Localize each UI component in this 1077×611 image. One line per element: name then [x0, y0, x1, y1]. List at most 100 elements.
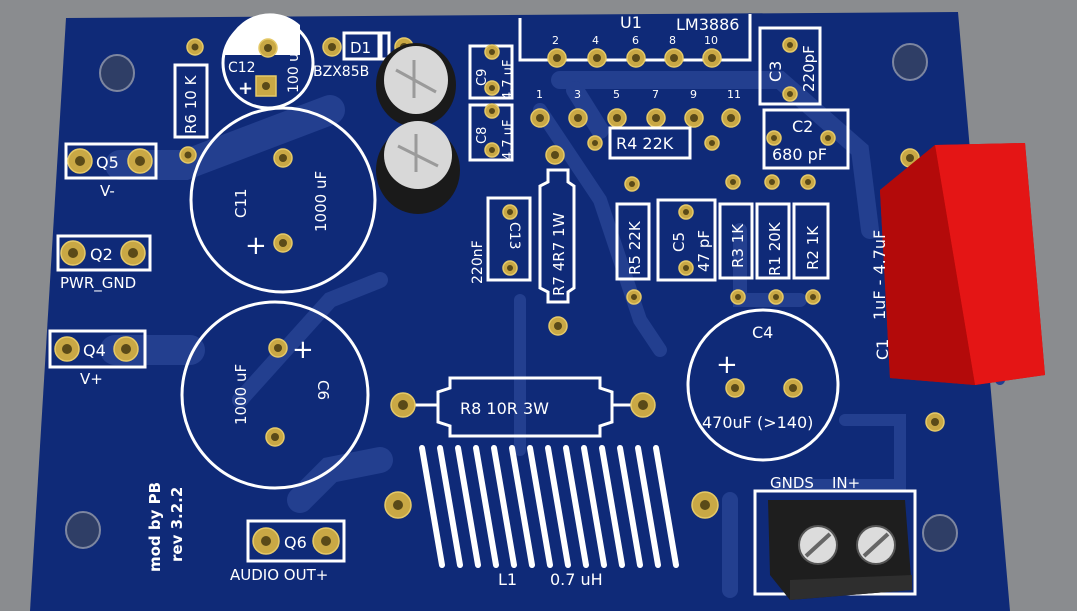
r3-value: 1K	[729, 223, 747, 244]
board-credit: mod by PB	[146, 482, 164, 572]
r8-resistor: R8 10R 3W	[390, 376, 656, 438]
c6-value: 1000 uF	[232, 364, 250, 425]
c11-value: 1000 uF	[312, 171, 330, 232]
r6-resistor: R6 10 K	[173, 38, 209, 164]
r2-label: R2 1K	[804, 225, 822, 270]
r8-ref: R8	[460, 399, 481, 418]
u1-pin-label: 3	[574, 88, 581, 101]
r7-ref: R7	[550, 276, 568, 296]
r6-label: R6 10 K	[182, 74, 200, 134]
q2-label: PWR_GND	[60, 274, 136, 293]
c11-capacitor: C11 1000 uF +	[189, 106, 377, 294]
q5-ref: Q5	[96, 153, 119, 172]
d1-ref: D1	[350, 39, 371, 57]
r7-label: R7 4R7 1W	[550, 212, 568, 296]
r4-resistor: R4 22K	[587, 126, 720, 160]
c1-ref: C1	[873, 339, 892, 360]
r5-ref: R5	[626, 255, 644, 275]
mounting-hole	[922, 514, 958, 552]
l1-value: 0.7 uH	[550, 570, 603, 589]
c8-value: 4.7 uF	[501, 119, 516, 160]
q5-connector: Q5 V-	[64, 142, 158, 200]
q4-ref: Q4	[83, 341, 106, 360]
c13-value: 220nF	[470, 240, 486, 284]
c6-ref: C6	[314, 380, 332, 400]
mounting-hole	[65, 511, 101, 549]
u1-pin-label: 2	[552, 34, 559, 47]
r8-label: R8 10R 3W	[460, 399, 549, 418]
c12-value: 100 uF	[286, 45, 302, 93]
r3-ref: R3	[729, 248, 747, 268]
q6-label: AUDIO OUT+	[230, 566, 328, 584]
q2-connector: Q2 PWR_GND	[56, 234, 152, 293]
c3-value: 220pF	[800, 45, 818, 92]
c5-value: 47 pF	[695, 230, 713, 272]
r4-ref: R4	[616, 134, 637, 153]
r8-value: 10R	[486, 399, 517, 418]
q6-connector: Q6 AUDIO OUT+	[230, 519, 346, 584]
r4-label: R4 22K	[616, 134, 674, 153]
q2-ref: Q2	[90, 245, 113, 264]
c9-capacitor: C9 4.7 uF	[468, 44, 516, 100]
r7-power: 1W	[550, 212, 568, 237]
r1-value: 20K	[766, 221, 784, 251]
u1-lm3886: U1 LM3886 2 4 6 8 10 1 3 5 7 9 11	[518, 13, 752, 128]
r5-label: R5 22K	[626, 220, 644, 275]
u1-pin-label: 7	[652, 88, 659, 101]
c13-ref: C13	[506, 222, 522, 250]
q6-ref: Q6	[284, 533, 307, 552]
c8-ref: C8	[475, 127, 490, 144]
q5-label: V-	[100, 182, 115, 200]
u1-pin-label: 9	[690, 88, 697, 101]
u1-pin-label: 4	[592, 34, 599, 47]
c2-capacitor: C2 680 pF	[762, 108, 850, 170]
u1-pin-label: 10	[704, 34, 718, 47]
c6-capacitor: 1000 uF C6 +	[180, 300, 370, 490]
c3-capacitor: C3 220pF	[758, 26, 822, 106]
u1-pin-label: 6	[632, 34, 639, 47]
r2-resistor: R2 1K	[792, 174, 830, 305]
mounting-hole	[892, 43, 928, 81]
c8-capacitor: C8 4.7 uF	[468, 103, 516, 162]
r6-value: 10 K	[182, 74, 200, 109]
c12-ref: C12	[228, 60, 256, 76]
r4-value: 22K	[642, 134, 673, 153]
l1-ref: L1	[498, 570, 517, 589]
c12-polarity: +	[238, 78, 253, 99]
r6-ref: R6	[182, 114, 200, 134]
c4-polarity: +	[716, 350, 738, 380]
u1-pin-label: 8	[669, 34, 676, 47]
input-terminal: GNDS IN+	[753, 474, 917, 600]
q4-connector: Q4 V+	[48, 329, 147, 388]
r1-label: R1 20K	[766, 221, 784, 276]
electrolytic-can	[376, 121, 460, 214]
board-revision: rev 3.2.2	[168, 487, 186, 562]
mounting-hole	[99, 54, 135, 92]
r3-label: R3 1K	[729, 223, 747, 268]
c9-ref: C9	[475, 69, 490, 86]
r1-resistor: R1 20K	[755, 174, 791, 305]
r5-resistor: R5 22K	[615, 176, 651, 305]
c11-ref: C11	[232, 188, 250, 218]
r8-power: 3W	[523, 399, 549, 418]
u1-pin-label: 11	[727, 88, 741, 101]
c2-value: 680 pF	[772, 145, 827, 164]
c11-polarity: +	[245, 231, 267, 261]
q4-label: V+	[80, 370, 103, 388]
c5-capacitor: C5 47 pF	[656, 198, 717, 282]
r1-ref: R1	[766, 256, 784, 276]
l1-inductor	[419, 445, 679, 568]
r7-resistor: R7 4R7 1W	[538, 145, 576, 336]
c2-ref: C2	[792, 117, 813, 136]
u1-part: LM3886	[676, 15, 739, 34]
c4-capacitor: C4 + 470uF (>140)	[686, 308, 840, 462]
u1-ref: U1	[620, 13, 642, 32]
u1-pin-label: 5	[613, 88, 620, 101]
c4-ref: C4	[752, 323, 773, 342]
c4-value: 470uF (>140)	[702, 413, 813, 432]
c3-ref: C3	[766, 61, 785, 82]
r7-value: 4R7	[550, 242, 568, 272]
r2-value: 1K	[804, 225, 822, 246]
u1-pin-label: 1	[536, 88, 543, 101]
